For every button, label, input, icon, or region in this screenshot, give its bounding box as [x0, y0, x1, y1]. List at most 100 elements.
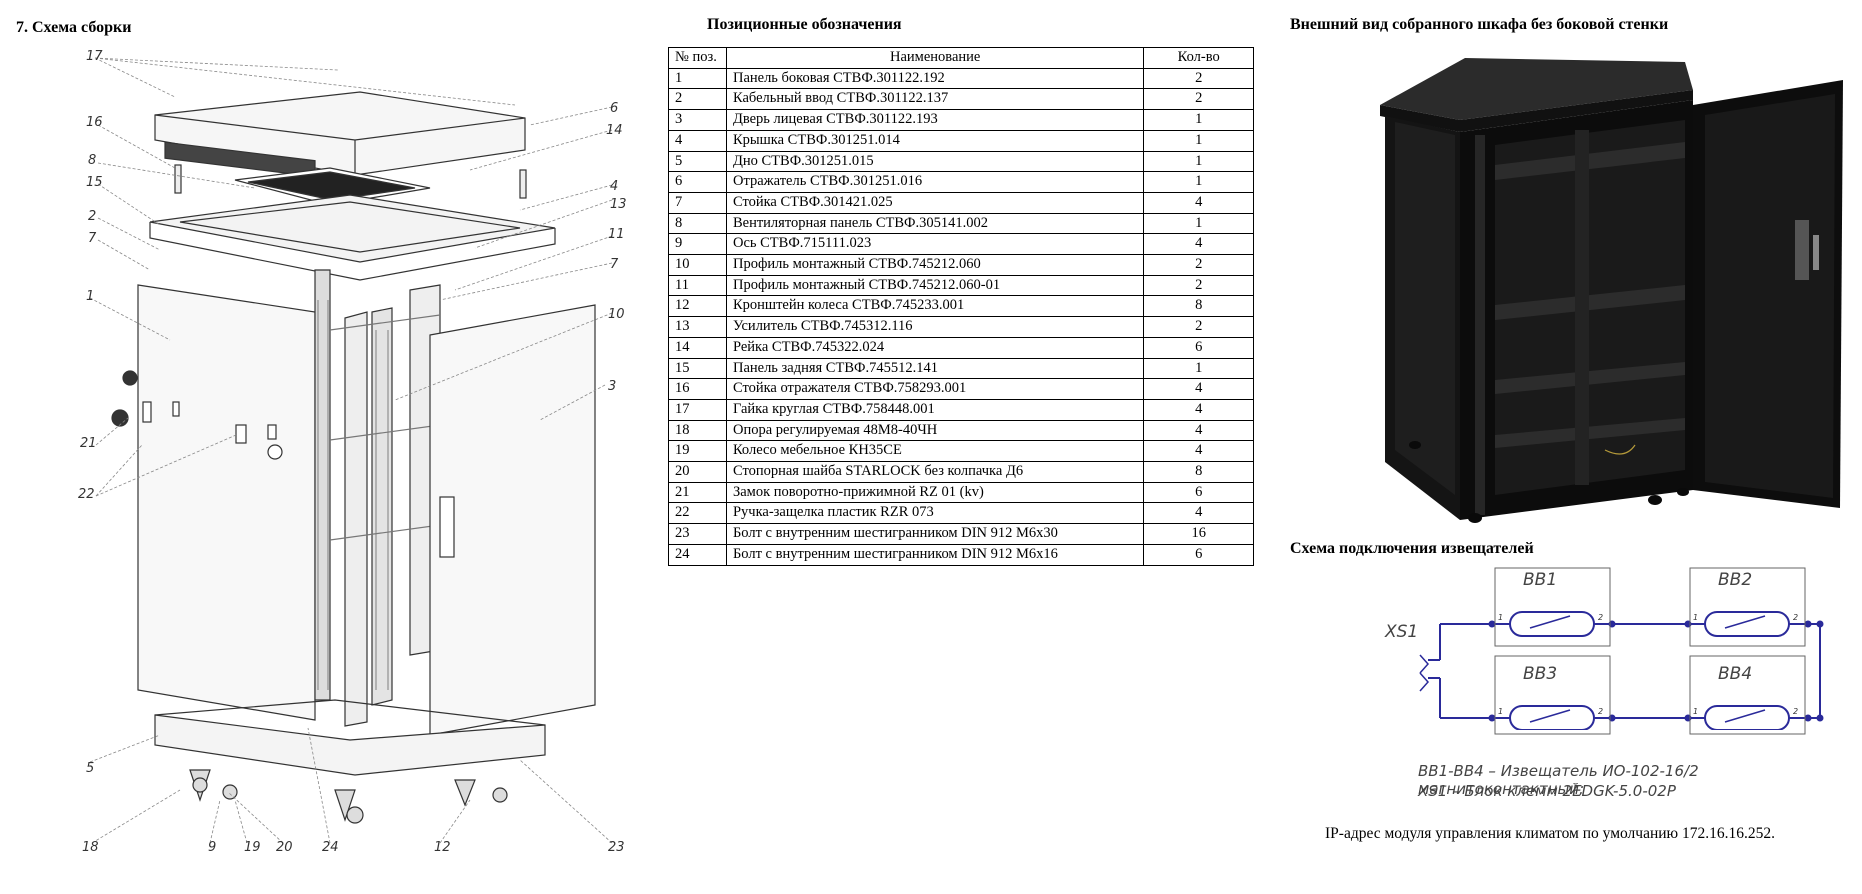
- cell-pos: 8: [668, 212, 727, 235]
- cell-name: Дверь лицевая СТВФ.301122.193: [725, 109, 1145, 131]
- callout-18: 18: [82, 840, 99, 855]
- cell-qty: 8: [1143, 461, 1254, 483]
- cell-qty: 1: [1143, 357, 1254, 380]
- callout-22: 22: [78, 487, 95, 502]
- callout-10: 10: [608, 307, 625, 322]
- cell-pos: 13: [668, 316, 727, 338]
- cell-pos: 12: [668, 295, 727, 318]
- cabinet-photo: [1380, 58, 1843, 523]
- connector-label-xs1: XS1: [1385, 622, 1419, 642]
- cell-pos: 24: [668, 543, 727, 566]
- cell-name: Болт с внутренним шестигранником DIN 912…: [725, 523, 1145, 545]
- callout-13: 13: [610, 197, 627, 212]
- callout-4: 4: [610, 179, 618, 194]
- cell-name: Крышка СТВФ.301251.014: [725, 129, 1145, 152]
- cell-name: Гайка круглая СТВФ.758448.001: [725, 398, 1145, 421]
- callout-14: 14: [606, 123, 623, 138]
- col-header-name: Наименование: [725, 47, 1145, 69]
- footer-note: IP-адрес модуля управления климатом по у…: [1325, 825, 1776, 842]
- svg-text:2: 2: [1598, 613, 1603, 622]
- cell-name: Рейка СТВФ.745322.024: [725, 336, 1145, 359]
- cell-name: Стопорная шайба STARLOCK без колпачка Д6: [725, 461, 1145, 483]
- cell-pos: 2: [668, 88, 727, 111]
- callout-12: 12: [434, 840, 451, 855]
- sensor-label-bb4: BB4: [1718, 664, 1753, 684]
- sensor-label-bb2: BB2: [1718, 570, 1753, 590]
- callout-5: 5: [86, 761, 94, 776]
- cell-pos: 21: [668, 481, 727, 504]
- svg-text:1: 1: [1693, 613, 1698, 622]
- cell-qty: 6: [1143, 543, 1254, 566]
- cell-qty: 1: [1143, 212, 1254, 235]
- cell-name: Профиль монтажный СТВФ.745212.060: [725, 254, 1145, 276]
- callout-7a: 7: [88, 231, 97, 246]
- col-header-qty: Кол-во: [1143, 47, 1254, 69]
- cell-name: Кабельный ввод СТВФ.301122.137: [725, 88, 1145, 111]
- exterior-heading: Внешний вид собранного шкафа без боковой…: [1290, 16, 1669, 33]
- cell-pos: 20: [668, 461, 727, 483]
- callout-9: 9: [208, 840, 216, 855]
- cell-pos: 1: [668, 67, 727, 90]
- cell-qty: 4: [1143, 191, 1254, 214]
- cell-name: Болт с внутренним шестигранником DIN 912…: [725, 543, 1145, 566]
- cell-qty: 6: [1143, 336, 1254, 359]
- cell-qty: 1: [1143, 150, 1254, 173]
- cell-pos: 9: [668, 233, 727, 256]
- svg-text:2: 2: [1793, 613, 1798, 622]
- cell-qty: 1: [1143, 171, 1254, 193]
- cell-qty: 2: [1143, 67, 1254, 90]
- callout-2: 2: [88, 209, 96, 224]
- cell-name: Стойка отражателя СТВФ.758293.001: [725, 378, 1145, 400]
- cell-pos: 5: [668, 150, 727, 173]
- cell-name: Ось СТВФ.715111.023: [725, 233, 1145, 256]
- cell-pos: 22: [668, 502, 727, 525]
- cell-name: Панель задняя СТВФ.745512.141: [725, 357, 1145, 380]
- cell-qty: 2: [1143, 88, 1254, 111]
- cell-pos: 11: [668, 274, 727, 297]
- svg-text:1: 1: [1498, 613, 1503, 622]
- cell-pos: 15: [668, 357, 727, 380]
- callout-6: 6: [610, 101, 618, 116]
- cell-pos: 17: [668, 398, 727, 421]
- col-header-pos: № поз.: [668, 47, 727, 69]
- cell-qty: 4: [1143, 233, 1254, 256]
- cell-name: Панель боковая СТВФ.301122.192: [725, 67, 1145, 90]
- cell-pos: 6: [668, 171, 727, 193]
- callout-19: 19: [244, 840, 261, 855]
- cell-pos: 23: [668, 523, 727, 545]
- cell-qty: 4: [1143, 378, 1254, 400]
- callout-20: 20: [276, 840, 293, 855]
- assembly-drawing: 17 16 8 15 2 7 1 21 22 5 18 9 19 20 24 1…: [78, 49, 627, 855]
- cell-name: Колесо мебельное КН35СЕ: [725, 440, 1145, 463]
- cell-name: Дно СТВФ.301251.015: [725, 150, 1145, 173]
- cell-pos: 16: [668, 378, 727, 400]
- cell-pos: 19: [668, 440, 727, 463]
- cell-qty: 2: [1143, 254, 1254, 276]
- cell-qty: 1: [1143, 129, 1254, 152]
- cell-name: Усилитель СТВФ.745312.116: [725, 316, 1145, 338]
- svg-text:1: 1: [1498, 707, 1503, 716]
- cell-qty: 4: [1143, 419, 1254, 442]
- cell-name: Кронштейн колеса СТВФ.745233.001: [725, 295, 1145, 318]
- cell-qty: 4: [1143, 440, 1254, 463]
- cell-name: Вентиляторная панель СТВФ.305141.002: [725, 212, 1145, 235]
- cell-name: Опора регулируемая 48М8-40ЧН: [725, 419, 1145, 442]
- callout-7b: 7: [610, 257, 619, 272]
